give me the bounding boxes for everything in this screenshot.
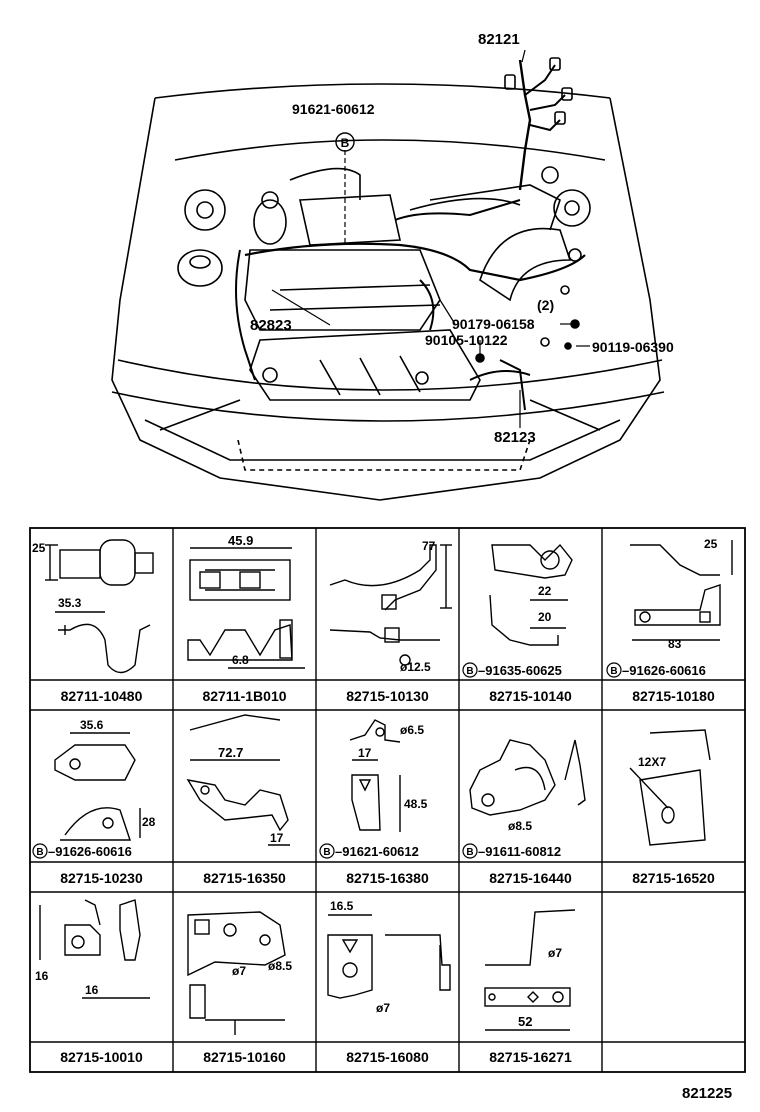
part-drawing-82715-16080: [327, 914, 451, 999]
dim: ø6.5: [400, 723, 424, 737]
part-drawing-82715-16380: [349, 719, 401, 832]
b-symbol: B: [36, 847, 43, 858]
dim: 35.6: [80, 718, 104, 732]
b-symbol: B: [466, 666, 473, 677]
dim: 17: [270, 831, 284, 845]
bolt-label: –91611-60812: [478, 844, 561, 859]
part-number: 82715-10130: [346, 688, 429, 704]
dim: ø8.5: [268, 959, 292, 973]
dim: 83: [668, 637, 682, 651]
dim: 20: [538, 610, 552, 624]
callout-bolt-b: 91621-60612: [292, 101, 375, 117]
dim: 22: [538, 584, 552, 598]
part-drawing-82715-16440: [469, 739, 586, 816]
b-symbol: B: [466, 847, 473, 858]
callout-bolt-2: 90105-10122: [425, 332, 508, 348]
dim: ø8.5: [508, 819, 532, 833]
part-number: 82715-16350: [203, 870, 286, 886]
part-drawing-82715-10140: [489, 543, 573, 646]
dim: 48.5: [404, 797, 428, 811]
part-number: 82715-16440: [489, 870, 572, 886]
part-drawing-82715-10130: [329, 544, 452, 666]
callout-bolt-3: 90119-06390: [592, 339, 674, 355]
part-drawing-82715-10010: [39, 899, 150, 999]
part-number: 82715-10140: [489, 688, 572, 704]
part-drawing-82715-16520: [629, 729, 711, 846]
part-number: 82715-10230: [60, 870, 143, 886]
dim: ø7: [376, 1001, 390, 1015]
engine-bay-illustration: B: [111, 49, 665, 501]
bolt-label: –91621-60612: [335, 844, 419, 859]
b-symbol: B: [610, 666, 617, 677]
part-number: 82715-16520: [632, 870, 715, 886]
part-drawing-82715-10180: [630, 540, 733, 641]
dim: 16: [85, 983, 99, 997]
part-drawing-82711-10480: [45, 539, 154, 674]
dim: 25: [32, 541, 46, 555]
figure-id: 821225: [682, 1085, 733, 1102]
dim: 16: [35, 969, 49, 983]
callout-harness-left: 82823: [250, 317, 292, 334]
dim: 16.5: [330, 899, 354, 913]
b-symbol: B: [323, 847, 330, 858]
part-number: 82715-10160: [203, 1049, 286, 1065]
bolt-label: –91626-60616: [622, 663, 706, 678]
part-number: 82715-16080: [346, 1049, 429, 1065]
dim: 28: [142, 815, 156, 829]
dim: ø7: [548, 946, 562, 960]
dim: 6.8: [232, 653, 249, 667]
dim: 17: [358, 746, 372, 760]
part-number: 82715-10180: [632, 688, 715, 704]
callout-harness-bottom: 82123: [494, 429, 536, 446]
part-drawing-82715-10160: [187, 911, 286, 1035]
part-number: 82715-10010: [60, 1049, 143, 1065]
part-number: 82711-10480: [60, 688, 143, 704]
dim: ø12.5: [400, 660, 431, 674]
part-drawing-82711-1b010: [187, 547, 305, 669]
dim: 45.9: [228, 533, 253, 548]
part-drawing-82715-16350: [186, 714, 290, 846]
dim: 25: [704, 537, 718, 551]
dim: 35.3: [58, 596, 82, 610]
dim: 77: [422, 539, 436, 553]
dim: 12X7: [638, 755, 666, 769]
part-number: 82711-1B010: [202, 688, 287, 704]
part-number: 82715-16271: [489, 1049, 572, 1065]
callout-qty: (2): [537, 297, 555, 313]
bolt-label: –91626-60616: [48, 844, 132, 859]
callout-harness-main: 82121: [478, 31, 520, 48]
dim: 72.7: [218, 745, 243, 760]
b-symbol: B: [341, 136, 350, 150]
dim: ø7: [232, 964, 246, 978]
bolt-label: –91635-60625: [478, 663, 562, 678]
part-drawing-82715-10230: [54, 732, 141, 841]
part-number: 82715-16380: [346, 870, 429, 886]
part-drawing-82715-16271: [484, 909, 576, 1031]
dim: 52: [518, 1014, 532, 1029]
callout-clip: 90179-06158: [452, 316, 535, 332]
